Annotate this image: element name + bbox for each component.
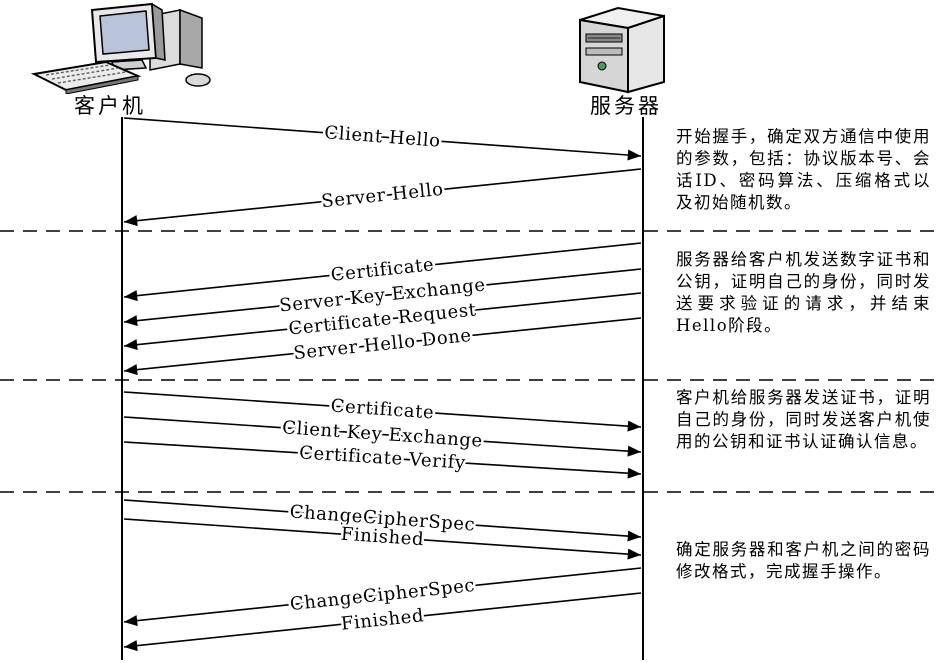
message-label: Finished xyxy=(340,524,425,551)
server-label: 服务器 xyxy=(590,94,662,118)
message-arrow xyxy=(123,499,642,542)
message-arrow xyxy=(123,518,642,560)
server-tower-icon xyxy=(579,6,665,94)
message-arrow xyxy=(123,592,642,652)
message-arrow xyxy=(123,117,642,161)
message-arrow xyxy=(123,292,642,351)
phase-note-2: 服务器给客户机发送数字证书和公钥，证明自己的身份，同时发送要求验证的请求，并结束… xyxy=(676,250,931,335)
phase-note-3: 客户机给服务器发送证书，证明自己的身份，同时发送客户机使用的公钥和证书认证确认信… xyxy=(676,388,931,451)
message-arrow xyxy=(123,416,642,457)
message-arrow xyxy=(123,441,642,479)
message-label: Finished xyxy=(340,605,425,635)
message-arrow xyxy=(123,242,642,302)
message-arrow xyxy=(123,168,642,227)
message-arrow xyxy=(123,268,642,327)
desktop-computer-icon xyxy=(30,2,211,94)
message-arrow xyxy=(123,567,642,627)
phase-note-4: 确定服务器和客户机之间的密码修改格式，完成握手操作。 xyxy=(676,540,931,581)
phase-note-1: 开始握手，确定双方通信中使用的参数，包括：协议版本号、会话ID、密码算法、压缩格… xyxy=(676,127,931,212)
client-label: 客户机 xyxy=(74,94,146,118)
message-label: Client Hello xyxy=(324,122,442,151)
message-arrow xyxy=(123,391,642,432)
message-arrow xyxy=(123,317,642,376)
message-label: Certificate xyxy=(330,396,435,424)
message-label: Server Hello xyxy=(320,179,444,212)
